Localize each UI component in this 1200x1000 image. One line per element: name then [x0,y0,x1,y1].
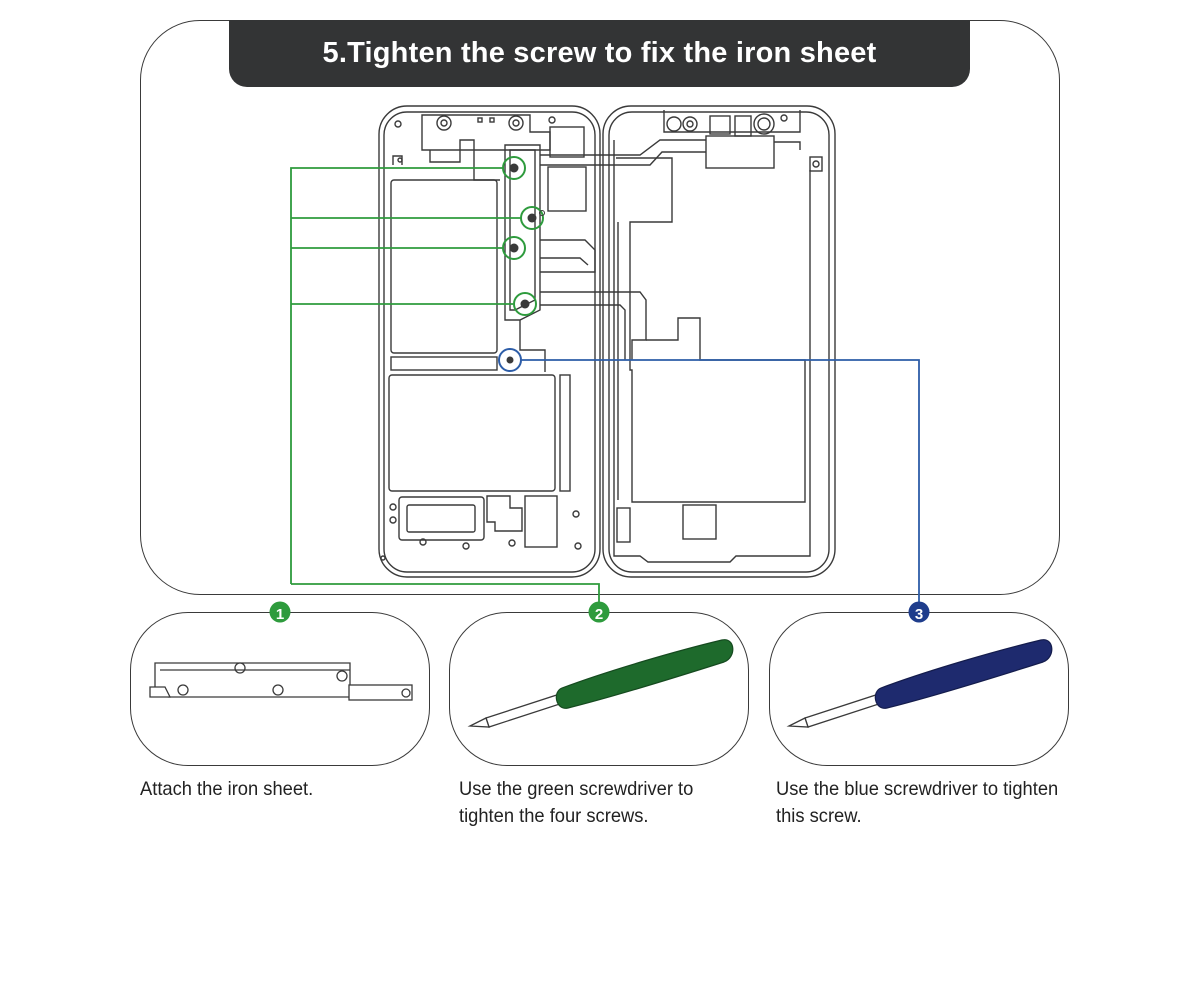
svg-text:3: 3 [915,606,923,623]
svg-text:1: 1 [276,606,284,623]
screw-marker-icon [502,236,526,260]
phone-board-diagram [378,105,836,578]
screw-marker-icon [513,292,537,316]
screw-marker-icon [502,156,526,180]
blue-leader-line [521,359,920,603]
step-3-caption-line1: Use the blue screwdriver to tighten [776,778,1059,800]
page-title: 5.Tighten the screw to fix the iron shee… [229,20,970,87]
step-2-caption: Use the green screwdriver to tighten the… [459,776,693,830]
step-1-caption-line1: Attach the iron sheet. [140,778,314,800]
screw-marker-icon [498,348,522,372]
screw-marker-icon [520,206,545,230]
step-3-caption: Use the blue screwdriver to tighten this… [776,776,1058,830]
green-screwdriver-icon [467,639,734,728]
green-screw-markers [502,156,545,316]
step-2-badge: 2 [588,601,610,623]
svg-text:2: 2 [595,606,603,623]
step-1-badge: 1 [269,601,291,623]
green-leader-lines [290,167,600,603]
step-2-caption-line2: tighten the four screws. [459,805,649,827]
blue-screwdriver-icon [786,639,1053,728]
step-3-caption-line2: this screw. [776,805,862,827]
step-2-caption-line1: Use the green screwdriver to [459,778,694,800]
step-1-caption: Attach the iron sheet. [140,776,313,803]
iron-sheet-icon [149,662,413,701]
step-3-badge: 3 [908,601,930,623]
